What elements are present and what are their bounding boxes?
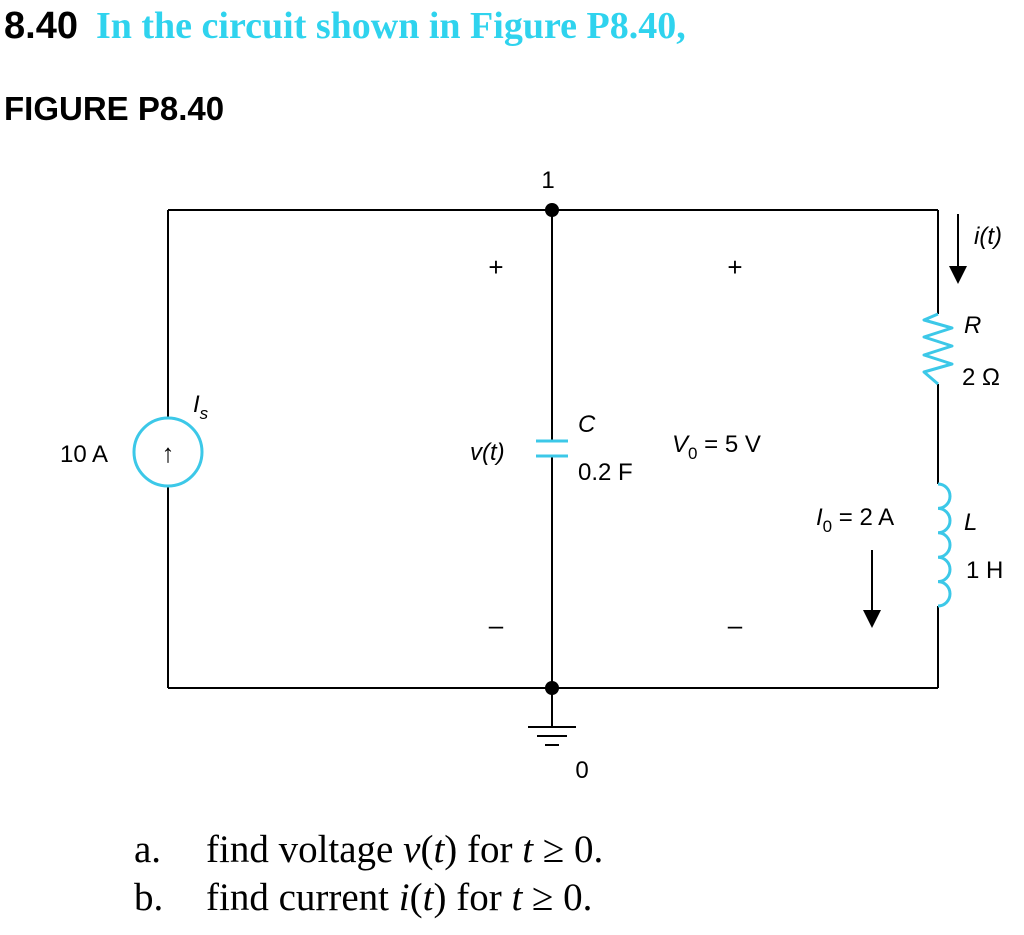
source-label: Is xyxy=(193,391,209,423)
question-letter: b. xyxy=(134,876,164,919)
capacitor-name: C xyxy=(578,411,596,438)
ground-symbol xyxy=(528,726,576,746)
voltage-label: v(t) xyxy=(470,439,505,466)
v0-minus-sign: – xyxy=(728,610,743,640)
inductor xyxy=(937,482,952,608)
problem-number: 8.40 xyxy=(4,5,78,47)
i0-arrow-head xyxy=(863,610,881,628)
problem-header: 8.40 In the circuit shown in Figure P8.4… xyxy=(4,4,686,48)
resistor-name: R xyxy=(964,312,981,339)
v-minus-sign: – xyxy=(489,610,504,640)
inductor-value: 1 H xyxy=(966,557,1003,584)
i0-label: I0 = 2 A xyxy=(816,504,894,536)
current-arrow-head xyxy=(949,266,967,284)
circuit-wires xyxy=(167,209,939,726)
capacitor-value: 0.2 F xyxy=(578,459,633,486)
source-value: 10 A xyxy=(60,441,108,468)
current-source-arrow: ↑ xyxy=(162,438,175,468)
problem-title: In the circuit shown in Figure P8.40, xyxy=(95,5,686,47)
circuit-diagram: 1 0 ↑ 10 A Is C 0.2 F + v(t) – + V0 = 5 … xyxy=(60,167,1003,784)
capacitor-plates xyxy=(536,439,568,458)
question-b: b. find current i(t) for t ≥ 0. xyxy=(134,874,603,922)
question-a: a. find voltage v(t) for t ≥ 0. xyxy=(134,826,603,874)
figure-label: FIGURE P8.40 xyxy=(4,90,225,127)
current-label: i(t) xyxy=(974,223,1002,250)
node-0-label: 0 xyxy=(575,757,588,784)
v0-label: V0 = 5 V xyxy=(672,431,761,463)
question-list: a. find voltage v(t) for t ≥ 0. b. find … xyxy=(134,826,603,922)
v-plus-sign: + xyxy=(488,252,503,282)
question-text: find voltage v(t) for t ≥ 0. xyxy=(206,828,604,871)
resistor xyxy=(922,312,954,386)
inductor-name: L xyxy=(964,509,977,536)
resistor-value: 2 Ω xyxy=(962,364,1000,391)
question-text: find current i(t) for t ≥ 0. xyxy=(206,876,593,919)
question-letter: a. xyxy=(134,828,162,871)
node-1-dot xyxy=(545,203,559,217)
v0-plus-sign: + xyxy=(727,252,742,282)
node-1-label: 1 xyxy=(541,167,554,194)
current-source xyxy=(132,416,204,488)
node-0-dot xyxy=(545,681,559,695)
